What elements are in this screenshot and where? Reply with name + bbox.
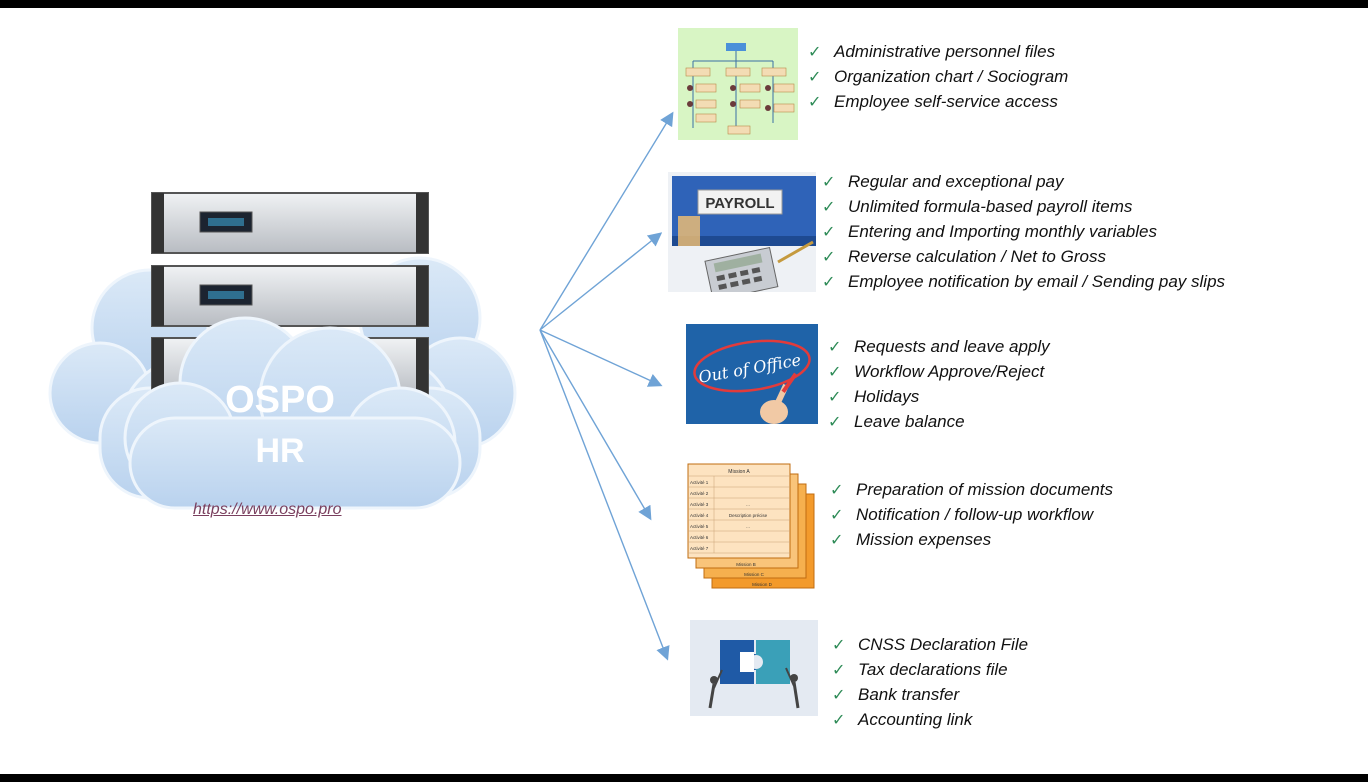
list-item: ✓CNSS Declaration File — [832, 633, 1028, 658]
list-item: ✓Mission expenses — [830, 528, 1113, 553]
check-icon: ✓ — [822, 224, 836, 241]
check-icon: ✓ — [830, 507, 844, 524]
list-item: ✓Preparation of mission documents — [830, 478, 1113, 503]
org-chart-icon — [678, 28, 798, 140]
list-item: ✓Accounting link — [832, 708, 1028, 733]
svg-text:Description précise: Description précise — [729, 513, 768, 518]
check-icon: ✓ — [808, 69, 822, 86]
svg-text:...: ... — [746, 502, 750, 507]
arrow-to-mission — [539, 329, 652, 521]
check-icon: ✓ — [822, 274, 836, 291]
connector-arrows — [539, 111, 674, 661]
svg-text:Activité 6: Activité 6 — [690, 535, 709, 540]
check-icon: ✓ — [832, 712, 846, 729]
check-icon: ✓ — [832, 637, 846, 654]
hub-subtitle: HR — [255, 432, 305, 470]
svg-text:Mission D: Mission D — [752, 582, 773, 587]
svg-text:...: ... — [746, 524, 750, 529]
svg-text:Activité 4: Activité 4 — [690, 513, 709, 518]
svg-text:Activité 5: Activité 5 — [690, 524, 709, 529]
out-of-office-icon: Out of Office — [686, 324, 818, 424]
hub-title: OSPO — [225, 379, 335, 421]
personnel-feature-list: ✓Administrative personnel files ✓Organiz… — [808, 40, 1068, 115]
list-item: ✓Holidays — [828, 385, 1050, 410]
payroll-binder-icon: PAYROLL — [668, 172, 816, 292]
list-item: ✓Organization chart / Sociogram — [808, 65, 1068, 90]
cloud-server-icon — [48, 192, 517, 510]
list-item: ✓Employee self-service access — [808, 90, 1068, 115]
list-item: ✓Tax declarations file — [832, 658, 1028, 683]
list-item: ✓Reverse calculation / Net to Gross — [822, 245, 1225, 270]
check-icon: ✓ — [822, 249, 836, 266]
declarations-feature-list: ✓CNSS Declaration File ✓Tax declarations… — [832, 633, 1028, 733]
check-icon: ✓ — [828, 364, 842, 381]
mission-feature-list: ✓Preparation of mission documents ✓Notif… — [830, 478, 1113, 553]
svg-text:Activité 3: Activité 3 — [690, 502, 709, 507]
check-icon: ✓ — [822, 174, 836, 191]
arrow-to-declarations — [539, 329, 670, 661]
check-icon: ✓ — [828, 339, 842, 356]
list-item: ✓Employee notification by email / Sendin… — [822, 270, 1225, 295]
arrow-to-leave — [539, 329, 663, 387]
list-item: ✓Requests and leave apply — [828, 335, 1050, 360]
svg-text:Mission A: Mission A — [728, 469, 750, 475]
check-icon: ✓ — [830, 482, 844, 499]
website-link[interactable]: https://www.ospo.pro — [193, 501, 342, 518]
list-item: ✓Leave balance — [828, 410, 1050, 435]
check-icon: ✓ — [822, 199, 836, 216]
svg-text:Mission C: Mission C — [744, 572, 765, 577]
check-icon: ✓ — [832, 662, 846, 679]
list-item: ✓Unlimited formula-based payroll items — [822, 195, 1225, 220]
svg-text:Activité 7: Activité 7 — [690, 546, 709, 551]
check-icon: ✓ — [832, 687, 846, 704]
list-item: ✓Regular and exceptional pay — [822, 170, 1225, 195]
check-icon: ✓ — [830, 532, 844, 549]
list-item: ✓Notification / follow-up workflow — [830, 503, 1113, 528]
check-icon: ✓ — [828, 414, 842, 431]
payroll-feature-list: ✓Regular and exceptional pay ✓Unlimited … — [822, 170, 1225, 295]
list-item: ✓Bank transfer — [832, 683, 1028, 708]
check-icon: ✓ — [808, 44, 822, 61]
leave-feature-list: ✓Requests and leave apply ✓Workflow Appr… — [828, 335, 1050, 435]
list-item: ✓Workflow Approve/Reject — [828, 360, 1050, 385]
puzzle-integration-icon — [690, 620, 818, 716]
svg-text:Activité 1: Activité 1 — [690, 480, 709, 485]
svg-text:Activité 2: Activité 2 — [690, 491, 709, 496]
diagram-canvas: OSPO HR https://www.ospo.pro ✓Administra… — [0, 8, 1368, 774]
svg-text:Mission B: Mission B — [736, 562, 756, 567]
arrow-to-personnel — [539, 111, 674, 331]
arrow-to-payroll — [539, 232, 663, 331]
list-item: ✓Administrative personnel files — [808, 40, 1068, 65]
check-icon: ✓ — [808, 94, 822, 111]
list-item: ✓Entering and Importing monthly variable… — [822, 220, 1225, 245]
check-icon: ✓ — [828, 389, 842, 406]
mission-sheets-icon: Mission A Activité 1 Activité 2 Activité… — [687, 463, 815, 589]
payroll-label: PAYROLL — [705, 195, 774, 212]
